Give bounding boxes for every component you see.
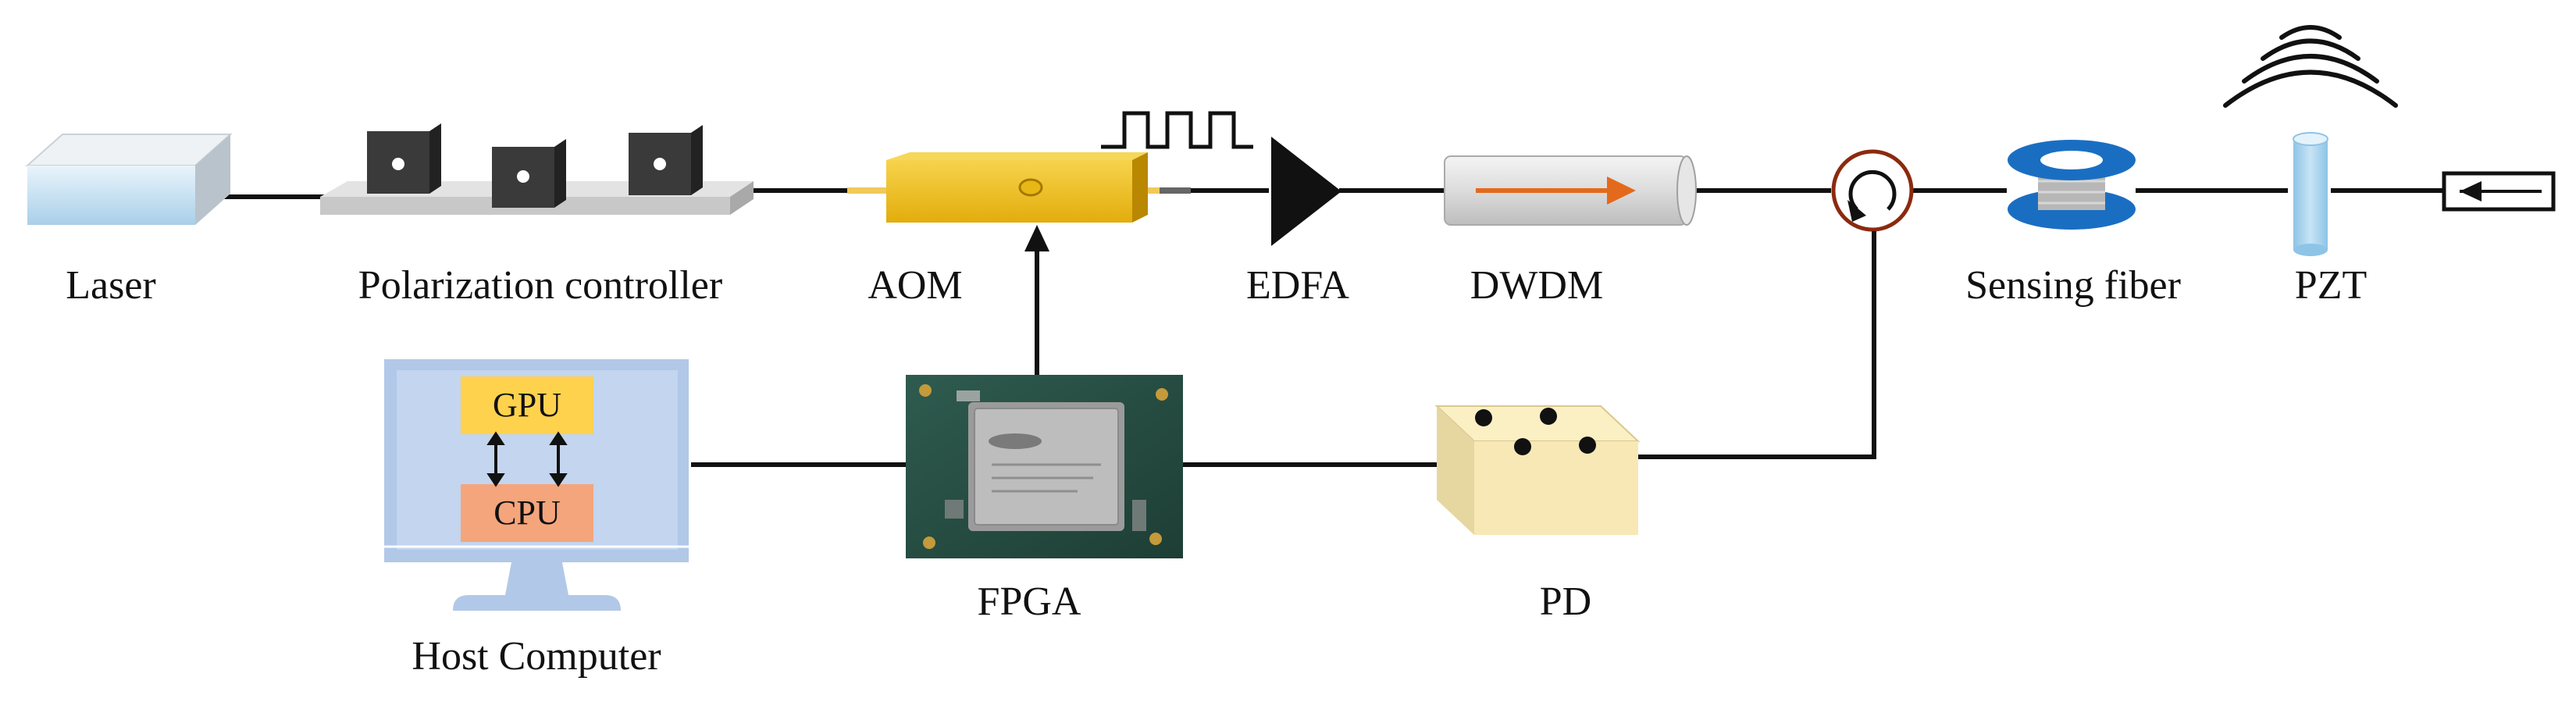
dwdm-filter-icon [1444,155,1697,226]
sensing-fiber-label: Sensing fiber [1965,263,2181,308]
aom-modulator-icon [847,152,1191,223]
edfa-amplifier-icon [1271,137,1341,246]
fpga-board-icon [906,375,1183,558]
pd-label: PD [1539,579,1592,624]
laser-source-icon [25,134,233,225]
polarization-controller-label: Polarization controller [358,263,723,308]
polarization-controller-icon [320,123,754,215]
aom-label: AOM [868,263,963,308]
fiber-line-top [209,188,2444,199]
pulse-train-icon [1101,111,1253,149]
pzt-cylinder-icon [2293,132,2328,256]
fiber-termination-icon [2442,171,2556,212]
fpga-to-aom-arrow [1024,225,1049,375]
acoustic-wave-icon [2223,25,2398,108]
photodetector-icon [1434,405,1641,535]
dwdm-label: DWDM [1470,263,1604,308]
fpga-label: FPGA [977,579,1081,624]
cpu-label: CPU [493,494,561,532]
gpu-chip: GPU [461,376,593,434]
laser-label: Laser [66,263,156,308]
pzt-label: PZT [2294,263,2368,308]
edfa-label: EDFA [1246,263,1349,308]
gpu-cpu-bus-arrows [486,431,568,487]
host-computer-label: Host Computer [412,634,661,679]
fiber-spool-icon [2008,140,2136,230]
cpu-chip: CPU [461,484,593,542]
fiber-line-bottom [691,231,1876,467]
circulator-icon [1831,149,1914,232]
gpu-label: GPU [493,386,561,424]
